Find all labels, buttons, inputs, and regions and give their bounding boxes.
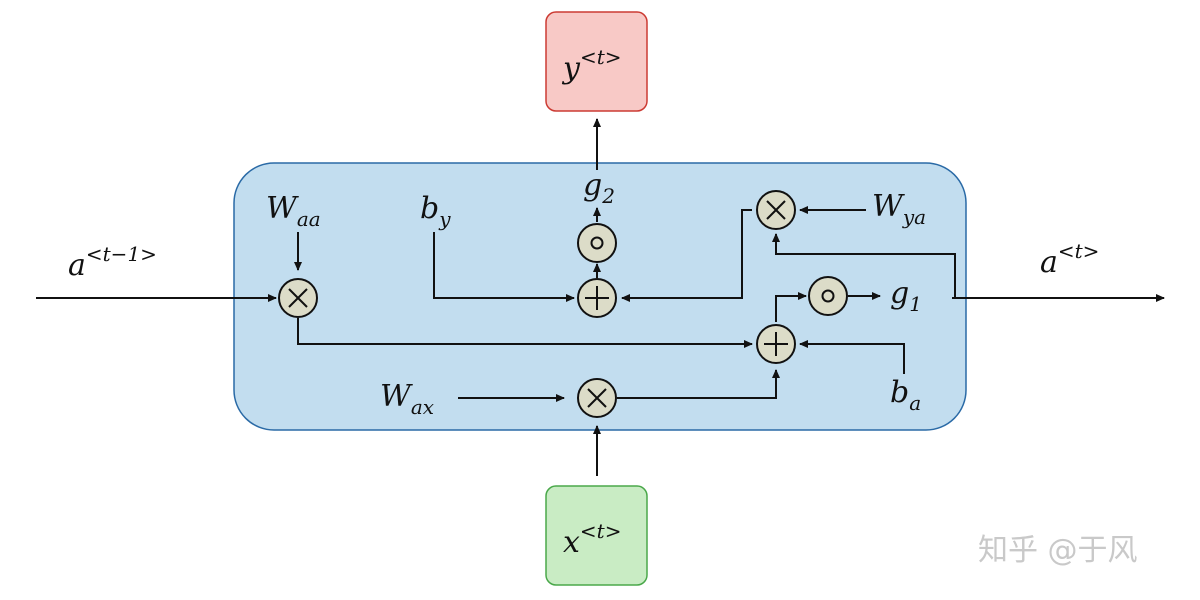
wire-ya-to-add-y [621, 209, 752, 302]
g1-label: g1 [890, 276, 922, 316]
w-aa-label: Waa [266, 191, 321, 231]
w-ax-label: Wax [380, 379, 434, 419]
input-x-box [545, 485, 648, 586]
multiply-ya-node [756, 190, 796, 230]
g2-label: g2 [583, 168, 615, 208]
b-y-label: by [420, 191, 451, 231]
wire-a-to-mul-ya [772, 233, 956, 298]
wire-add-to-g1act [775, 292, 807, 322]
input-x-label: x<t> [563, 519, 621, 560]
a-out-label: a<t> [1040, 239, 1099, 280]
activation-g1-node [808, 276, 848, 316]
activation-g2-node [577, 223, 617, 263]
wire-by-to-add-y [433, 232, 575, 302]
add-a-node [756, 324, 796, 364]
add-y-node [577, 278, 617, 318]
wire-ax-to-add [617, 369, 780, 399]
a-prev-label: a<t−1> [68, 242, 157, 283]
multiply-aa-node [278, 278, 318, 318]
b-a-label: ba [890, 375, 921, 415]
watermark-text: 知乎 @于风 [978, 533, 1138, 568]
output-y-label: y<t> [561, 45, 622, 86]
wire-aa-to-add [297, 318, 753, 348]
w-ya-label: Wya [872, 189, 926, 229]
output-y-box [545, 11, 648, 112]
multiply-ax-node [577, 378, 617, 418]
wire-ba-to-add [799, 340, 905, 374]
